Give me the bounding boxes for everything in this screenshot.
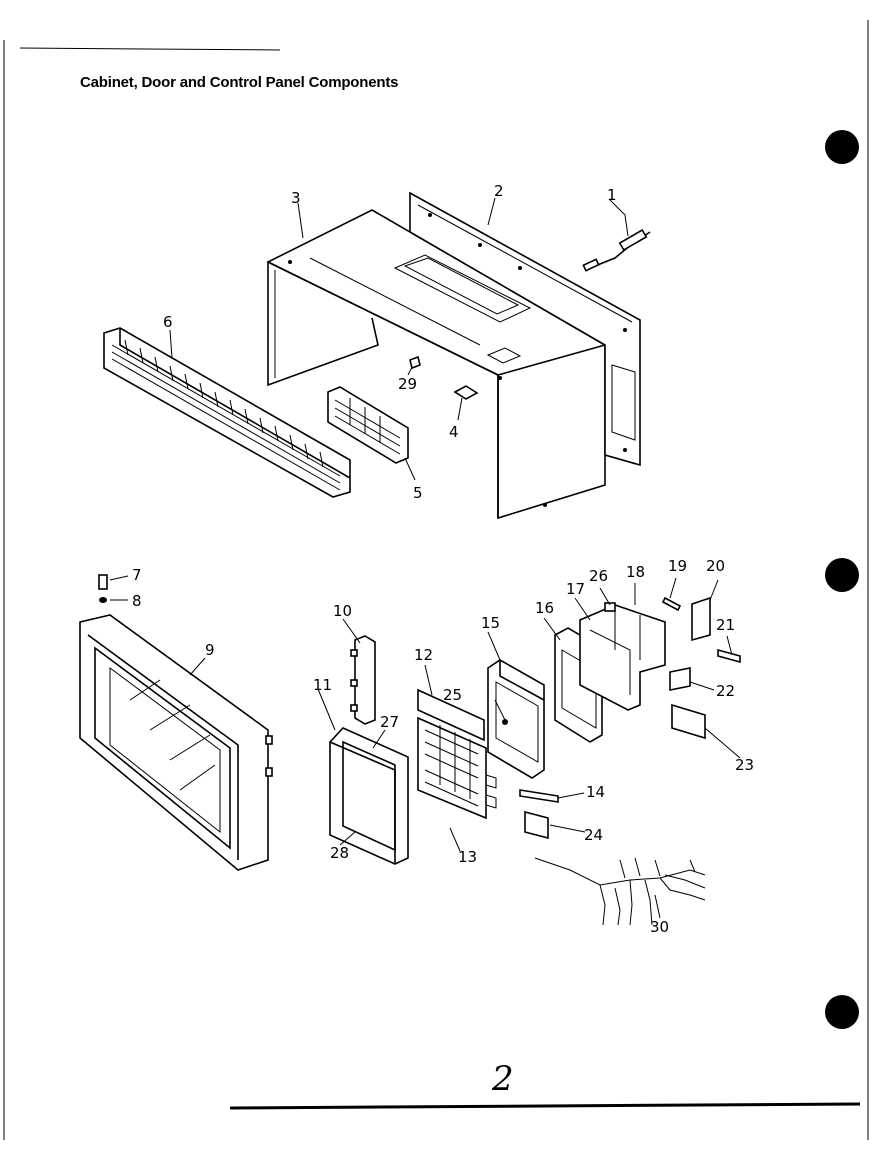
- callout-labels: 1 2 3 4 5 6 7 8 9 10 11 12 13 14 15 16 1…: [132, 182, 754, 936]
- callout-12: 12: [414, 646, 433, 664]
- door-latch: [350, 635, 376, 725]
- mounting-bracket: [579, 604, 666, 711]
- control-panel-frame: [329, 727, 409, 865]
- callout-15: 15: [481, 614, 500, 632]
- callout-14: 14: [586, 783, 605, 801]
- connectors: [519, 789, 559, 840]
- callout-leaders: [109, 197, 741, 919]
- callout-23: 23: [735, 756, 754, 774]
- small-fasteners: [409, 355, 479, 400]
- callout-3: 3: [291, 189, 301, 207]
- callout-28: 28: [330, 844, 349, 862]
- membrane-sheet: [417, 688, 485, 742]
- callout-22: 22: [716, 682, 735, 700]
- callout-6: 6: [163, 313, 173, 331]
- small-components: [604, 596, 741, 740]
- cabinet-housing: [266, 209, 606, 520]
- keypad: [417, 716, 497, 820]
- hinge-parts: [98, 574, 108, 603]
- callout-25: 25: [443, 686, 462, 704]
- callout-27: 27: [380, 713, 399, 731]
- callout-9: 9: [205, 641, 215, 659]
- control-board: [487, 659, 545, 779]
- callout-16: 16: [535, 599, 554, 617]
- door-assembly: [79, 614, 273, 871]
- power-cord: [582, 228, 651, 272]
- callout-4: 4: [449, 423, 459, 441]
- callout-20: 20: [706, 557, 725, 575]
- back-panel: [409, 191, 641, 467]
- scan-edge-marks: [3, 20, 869, 1140]
- callout-21: 21: [716, 616, 735, 634]
- callout-29: 29: [398, 375, 417, 393]
- callout-13: 13: [458, 848, 477, 866]
- callout-8: 8: [132, 592, 142, 610]
- wire-harness: [534, 857, 706, 926]
- callout-7: 7: [132, 566, 142, 584]
- callout-24: 24: [584, 826, 603, 844]
- callout-18: 18: [626, 563, 645, 581]
- callout-11: 11: [313, 676, 332, 694]
- binder-holes: [825, 130, 859, 1029]
- callout-19: 19: [668, 557, 687, 575]
- small-vent: [327, 386, 409, 464]
- callout-10: 10: [333, 602, 352, 620]
- callout-26: 26: [589, 567, 608, 585]
- callout-2: 2: [494, 182, 504, 200]
- callout-5: 5: [413, 484, 423, 502]
- page-title: Cabinet, Door and Control Panel Componen…: [80, 74, 399, 91]
- front-grille: [103, 327, 351, 498]
- callout-1: 1: [607, 186, 617, 204]
- page-number: 2: [491, 1059, 514, 1099]
- callout-30: 30: [650, 918, 669, 936]
- callout-17: 17: [566, 580, 585, 598]
